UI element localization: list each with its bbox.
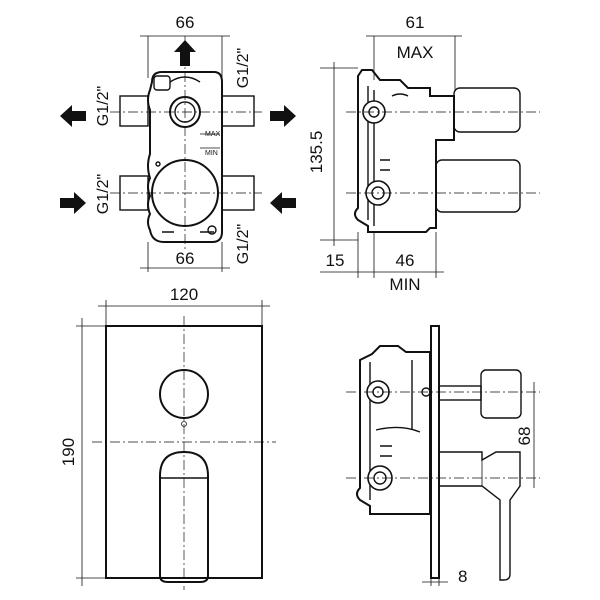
max-mark: MAX: [205, 131, 221, 138]
right-inlet-arrow-icon: [270, 192, 296, 214]
mixer-lever: [159, 450, 209, 583]
valve-body-outline: [147, 71, 223, 243]
dimension-offset-and-depth-min: 15 46 MIN: [320, 232, 444, 294]
right-outlet-arrow-icon: [270, 105, 296, 127]
outlet-up-arrow-icon: [174, 40, 196, 66]
installed-body-outline: [356, 345, 431, 515]
dimension-plate-width-label: 120: [170, 285, 198, 304]
dimension-width-bottom-label: 66: [176, 249, 195, 268]
dimension-width-bottom: 66: [140, 242, 230, 272]
dimension-spacing-label: 68: [515, 427, 534, 446]
dimension-width-top-label: 66: [176, 13, 195, 32]
dimension-spacing: 68: [515, 382, 535, 488]
dimension-depth-min-caption: MIN: [389, 275, 420, 294]
thread-label-right-lower: G1/2": [235, 224, 252, 264]
diverter-knob: [159, 369, 209, 419]
left-inlet-arrow-icon: [60, 192, 86, 214]
valve-body-side-view: 61 MAX 135.5: [307, 13, 540, 294]
installed-side-view: 68 8: [346, 325, 540, 586]
dimension-offset-label: 15: [326, 251, 345, 270]
dimension-depth-max-label: 61: [406, 13, 425, 32]
dimension-thickness: 8: [422, 567, 467, 586]
dimension-plate-height-label: 190: [59, 438, 78, 466]
dimension-plate-width: 120: [98, 285, 270, 326]
dimension-depth-min-label: 46: [396, 251, 415, 270]
dimension-height: 135.5: [307, 62, 358, 246]
dimension-depth-max: 61 MAX: [366, 13, 462, 90]
dimension-thickness-label: 8: [458, 567, 467, 586]
thread-label-left-lower: G1/2": [95, 174, 112, 214]
valve-body-front-view: 66 MAX MIN: [60, 13, 296, 272]
min-mark: MIN: [205, 150, 218, 157]
side-body-outline: [354, 69, 455, 233]
left-outlet-arrow-icon: [60, 105, 86, 127]
dimension-plate-height: 190: [59, 318, 106, 586]
cover-plate-front-view: 120 190: [59, 285, 276, 590]
thread-label-left-upper: G1/2": [95, 86, 112, 126]
dimension-height-label: 135.5: [307, 131, 326, 174]
cover-plate-edge: [430, 325, 440, 579]
thread-label-right-upper: G1/2": [235, 48, 252, 88]
dimension-depth-max-caption: MAX: [397, 43, 434, 62]
